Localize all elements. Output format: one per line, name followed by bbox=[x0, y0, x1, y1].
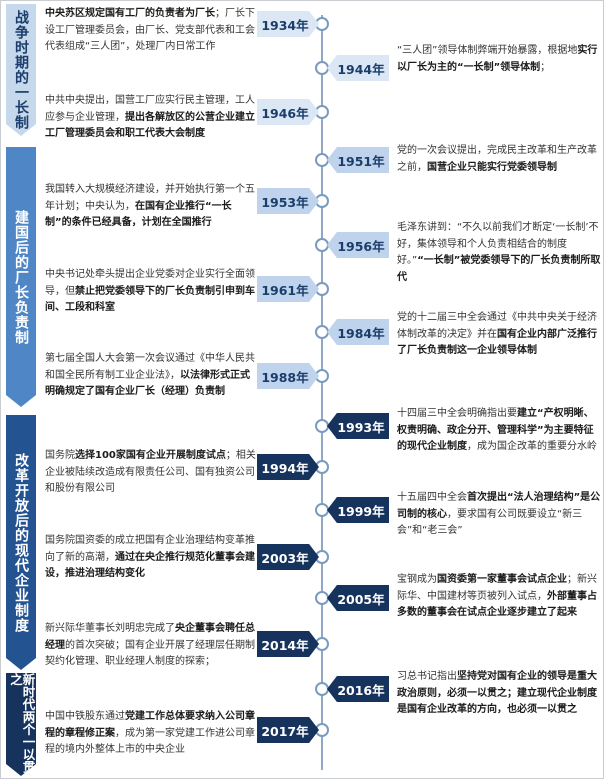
event-description: 第七届全国人大会第一次会议通过《中华人民共和国全民所有制工业企业法》，以法律形式… bbox=[45, 351, 257, 401]
event-text-emphasis: “一长制”被党委领导下的厂长负责制所取代 bbox=[397, 255, 601, 283]
event-text: ； bbox=[540, 61, 551, 73]
event-text-emphasis: 选择100家国有企业开展制度试点 bbox=[75, 450, 226, 461]
event-text-emphasis: 坚持党对国有企业的领导是重大政治原则，必须一以贯之；建立现代企业制度是国有企业改… bbox=[397, 671, 597, 715]
event-text-emphasis: 通过在央企推行规范化董事会建设，推进治理结构变化 bbox=[45, 551, 255, 580]
event-text: 习总书记指出 bbox=[397, 671, 457, 682]
event-description: 党的十二届三中全会通过《中共中央关于经济体制改革的决定》并在国有企业内部广泛推行… bbox=[397, 310, 601, 360]
event-description: 中国中铁股东通过党建工作总体要求纳入公司章程的章程修正案，成为第一家党建工作进公… bbox=[45, 709, 257, 759]
era-banner-new-era: 新时代两个一以贯之 bbox=[6, 673, 36, 776]
event-text-emphasis: 首次提出“法人治理结构”是公司制的核心 bbox=[397, 492, 601, 520]
timeline-spine bbox=[321, 15, 323, 770]
timeline-node bbox=[315, 153, 329, 167]
event-text-emphasis: 中央苏区规定国有工厂的负责者为厂长 bbox=[45, 8, 215, 19]
timeline-node bbox=[315, 419, 329, 433]
event-description: “三人团”领导体制弊端开始暴露，根据地实行以厂长为主的“一长制”领导体制； bbox=[397, 43, 601, 76]
era-banner-war-period: 战争时期的一长制 bbox=[6, 4, 36, 136]
timeline-node bbox=[315, 591, 329, 605]
event-text: ；相关企业被陆续改造成有限责任公司、国有独资公司和股份有限公司 bbox=[45, 450, 256, 494]
event-text: ，成为国企改革的重要分水岭 bbox=[467, 441, 597, 452]
event-text-emphasis: 外部董事占多数的董事会在试点企业逐步建立了起来 bbox=[397, 590, 597, 619]
event-text: ；厂长下设工厂管理委员会，由厂长、党支部代表和工会代表组成“三人团”，处理厂内日… bbox=[45, 8, 255, 52]
event-text: 十五届四中全会 bbox=[397, 492, 467, 503]
event-text: 毛泽东讲到：“不久以前我们才断定‘一长制’不好，集体领导和个人负责相结合的制度好… bbox=[397, 222, 599, 266]
event-text-emphasis: 以法律形式正式明确规定了国有企业厂长（经理）负责制 bbox=[45, 369, 250, 398]
event-text-emphasis: 在国有企业推行“一长制”的条件已经具备，计划在全国推行 bbox=[45, 200, 232, 229]
event-text: 的首次突破；国有企业开展了经理层任期制契约化管理、职业经理人制度的探索； bbox=[45, 639, 255, 668]
event-text: 党的十二届三中全会通过《中共中央关于经济体制改革的决定》并在 bbox=[397, 312, 597, 340]
event-description: 国务院国资委的成立把国有企业治理结构变革推向了新的高潮，通过在央企推行规范化董事… bbox=[45, 533, 257, 583]
event-text-emphasis: 国资委第一家董事会试点企业 bbox=[437, 574, 567, 585]
timeline-node bbox=[315, 682, 329, 696]
event-description: 国务院选择100家国有企业开展制度试点；相关企业被陆续改造成有限责任公司、国有独… bbox=[45, 448, 257, 498]
event-description: 中央书记处牵头提出企业党委对企业实行全面领导，但禁止把党委领导下的厂长负责制引申… bbox=[45, 267, 257, 317]
event-text-emphasis: 国有企业内部广泛推行了厂长负责制这一企业领导体制 bbox=[397, 328, 597, 357]
event-description: 党的一次会议提出，完成民主改革和生产改革之前，国营企业只能实行党委领导制 bbox=[397, 143, 601, 176]
event-text-emphasis: 央企董事会聘任总经理 bbox=[45, 623, 255, 651]
event-description: 习总书记指出坚持党对国有企业的领导是重大政治原则，必须一以贯之；建立现代企业制度… bbox=[397, 669, 601, 719]
event-text: 中央书记处牵头提出企业党委对企业实行全面领导，但 bbox=[45, 269, 255, 297]
era-banner-post-founding: 建国后的厂长负责制 bbox=[6, 147, 36, 407]
year-badge: 2003年 bbox=[257, 544, 319, 570]
event-text: ，要求国有公司既要设立“新三会”和“老三会” bbox=[397, 508, 583, 537]
event-description: 新兴际华董事长刘明忠完成了央企董事会聘任总经理的首次突破；国有企业开展了经理层任… bbox=[45, 621, 257, 671]
event-text: 新兴际华董事长刘明忠完成了 bbox=[45, 623, 175, 634]
event-description: 我国转入大规模经济建设，并开始执行第一个五年计划；中央认为，在国有企业推行“一长… bbox=[45, 182, 257, 232]
year-badge: 1953年 bbox=[257, 188, 319, 214]
event-description: 中央苏区规定国有工厂的负责者为厂长；厂长下设工厂管理委员会，由厂长、党支部代表和… bbox=[45, 6, 257, 56]
era-label: 战争时期的一长制 bbox=[13, 10, 29, 130]
year-badge: 1988年 bbox=[257, 363, 319, 389]
year-badge: 1984年 bbox=[327, 319, 389, 345]
year-badge: 1944年 bbox=[327, 55, 389, 81]
event-text: 我国转入大规模经济建设，并开始执行第一个五年计划；中央认为， bbox=[45, 184, 255, 212]
year-badge: 1993年 bbox=[327, 413, 389, 439]
event-description: 十四届三中全会明确指出要建立“产权明晰、权责明确、政企分开、管理科学”为主要特征… bbox=[397, 406, 601, 456]
timeline-node bbox=[315, 238, 329, 252]
event-text: 党的一次会议提出，完成民主改革和生产改革之前， bbox=[397, 145, 597, 173]
event-text: “三人团”领导体制弊端开始暴露，根据地 bbox=[397, 45, 578, 56]
event-text: ，成为第一家党建工作进公司章程的境内外整体上市的中央企业 bbox=[45, 727, 255, 756]
event-text: 第七届全国人大会第一次会议通过《中华人民共和国全民所有制工业企业法》， bbox=[45, 353, 255, 381]
year-badge: 2014年 bbox=[257, 631, 319, 657]
year-badge: 1999年 bbox=[327, 497, 389, 523]
event-text: 中国中铁股东通过 bbox=[45, 711, 125, 722]
year-badge: 2017年 bbox=[257, 717, 319, 743]
event-text: ；新兴际华、中国建材等页被列入试点， bbox=[397, 574, 597, 602]
event-text-emphasis: 建立“产权明晰、权责明确、政企分开、管理科学”为主要特征的现代企业制度 bbox=[397, 408, 594, 452]
timeline-node bbox=[315, 325, 329, 339]
timeline-node bbox=[315, 61, 329, 75]
event-text: 十四届三中全会明确指出要 bbox=[397, 408, 517, 419]
year-badge: 1934年 bbox=[257, 11, 319, 37]
timeline-node bbox=[315, 503, 329, 517]
era-label: 建国后的厂长负责制 bbox=[13, 209, 29, 345]
year-badge: 1956年 bbox=[327, 232, 389, 258]
event-text: 国务院国资委的成立把国有企业治理结构变革推向了新的高潮， bbox=[45, 535, 255, 563]
year-badge: 1951年 bbox=[327, 147, 389, 173]
event-text: 国务院 bbox=[45, 450, 75, 461]
event-text-emphasis: 国营企业只能实行党委领导制 bbox=[427, 161, 557, 173]
year-badge: 2016年 bbox=[327, 676, 389, 702]
event-text-emphasis: 提出各解放区的公营企业建立工厂管理委员会和职工代表大会制度 bbox=[45, 111, 255, 140]
year-badge: 1961年 bbox=[257, 276, 319, 302]
era-banner-reform-era: 改革开放后的现代企业制度 bbox=[6, 415, 36, 670]
era-label: 改革开放后的现代企业制度 bbox=[13, 452, 29, 633]
event-text: 中共中央提出，国营工厂应实行民主管理，工人应参与企业管理， bbox=[45, 95, 255, 123]
event-text-emphasis: 禁止把党委领导下的厂长负责制引申到车间、工段和科室 bbox=[45, 285, 255, 314]
event-text-emphasis: 党建工作总体要求纳入公司章程的章程修正案 bbox=[45, 711, 255, 739]
event-description: 毛泽东讲到：“不久以前我们才断定‘一长制’不好，集体领导和个人负责相结合的制度好… bbox=[397, 220, 601, 286]
year-badge: 1994年 bbox=[257, 454, 319, 480]
event-description: 宝钢成为国资委第一家董事会试点企业；新兴际华、中国建材等页被列入试点，外部董事占… bbox=[397, 572, 601, 622]
era-label: 新时代两个一以贯之 bbox=[8, 673, 36, 773]
event-description: 中共中央提出，国营工厂应实行民主管理，工人应参与企业管理，提出各解放区的公营企业… bbox=[45, 93, 257, 143]
event-description: 十五届四中全会首次提出“法人治理结构”是公司制的核心，要求国有公司既要设立“新三… bbox=[397, 490, 601, 540]
event-text-emphasis: 实行以厂长为主的“一长制”领导体制 bbox=[397, 45, 598, 73]
event-text: 宝钢成为 bbox=[397, 574, 437, 585]
year-badge: 1946年 bbox=[257, 99, 319, 125]
year-badge: 2005年 bbox=[327, 585, 389, 611]
